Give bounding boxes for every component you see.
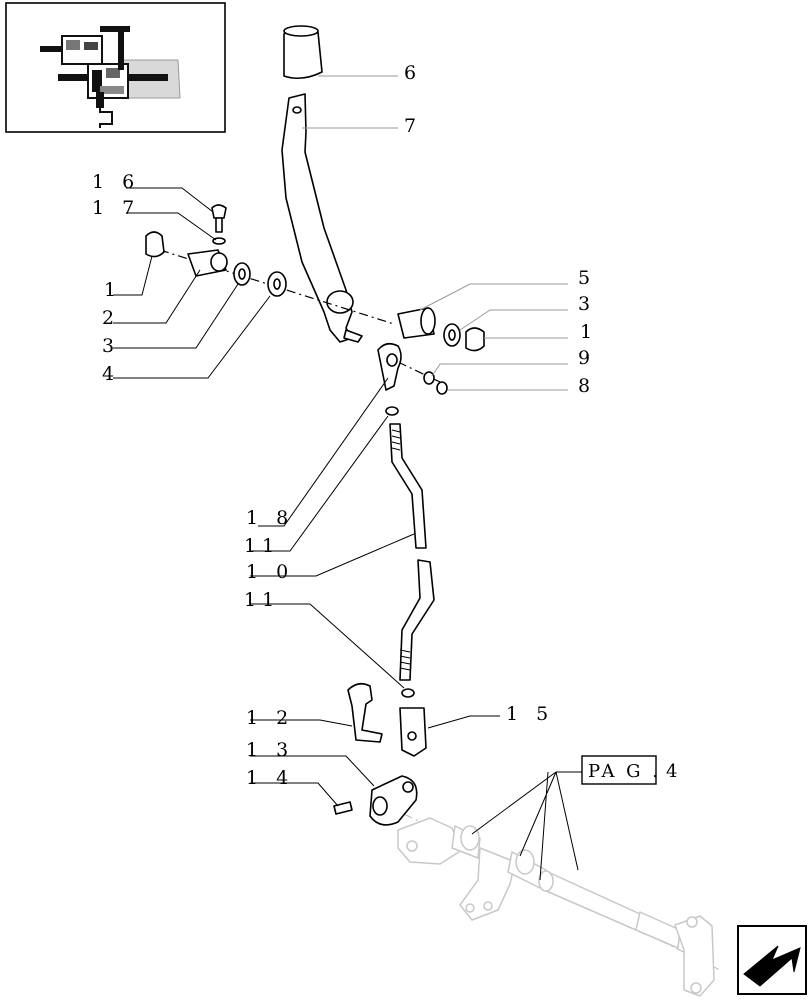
pin-part-14 xyxy=(333,801,353,815)
callout-16: 1 6 xyxy=(92,171,140,193)
callout-10: 1 0 xyxy=(246,561,294,583)
page-reference-label: PA G . xyxy=(588,761,661,782)
washer-part-3-left xyxy=(233,262,251,286)
callout-3-right: 3 xyxy=(578,293,596,315)
clip-part-1-left xyxy=(145,231,165,258)
callout-2: 2 xyxy=(102,307,120,329)
bushing-part-4 xyxy=(267,271,287,297)
page-reference[interactable]: PA G . 4 xyxy=(581,755,683,785)
washer-part-11-top xyxy=(385,406,399,416)
lever-arm-part-13 xyxy=(369,775,418,826)
callout-14: 1 4 xyxy=(246,767,294,789)
rod-part-10 xyxy=(385,406,435,698)
page-reference-number: 4 xyxy=(666,761,683,782)
locator-thumbnail xyxy=(5,2,226,133)
pivot-stack-right xyxy=(397,307,485,352)
callout-3-left: 3 xyxy=(102,335,120,357)
back-arrow-button[interactable] xyxy=(737,925,807,995)
callout-12: 1 2 xyxy=(246,707,294,729)
clevis-part-15 xyxy=(399,707,427,757)
arrow-down-left-icon xyxy=(743,945,801,987)
callout-9: 9 xyxy=(578,347,596,369)
washer-part-3-right xyxy=(443,323,461,347)
gear-lever-part-7 xyxy=(281,93,363,343)
clip-part-1-right xyxy=(465,327,485,352)
callout-18: 1 8 xyxy=(246,507,294,529)
washer-part-11-bottom xyxy=(401,688,415,698)
callout-13: 1 3 xyxy=(246,739,294,761)
thumbnail-assembly-graphic xyxy=(40,26,181,128)
ball-joint-part-18 xyxy=(377,342,441,391)
pivot-stack-left xyxy=(145,204,395,325)
callout-8: 8 xyxy=(578,375,596,397)
callout-15: 1 5 xyxy=(506,703,554,725)
callout-1-right: 1 xyxy=(580,321,598,343)
pivot-pin-part-2 xyxy=(187,249,228,277)
washer-part-9 xyxy=(423,371,435,385)
callout-11-lower: 11 xyxy=(244,589,280,611)
callout-6: 6 xyxy=(404,62,422,84)
callout-11-upper: 11 xyxy=(244,535,280,557)
lever-knob-part-6 xyxy=(283,25,323,80)
nut-part-8 xyxy=(436,381,448,395)
callout-17: 1 7 xyxy=(92,197,140,219)
callout-4: 4 xyxy=(102,363,120,385)
callout-5: 5 xyxy=(578,267,596,289)
callout-labels: 6 7 1 6 1 7 1 2 3 4 5 3 1 9 8 1 8 11 1 0… xyxy=(92,62,598,789)
callout-1-left: 1 xyxy=(104,279,122,301)
bushing-part-5 xyxy=(397,307,436,339)
callout-7: 7 xyxy=(404,115,422,137)
bracket-part-12 xyxy=(347,682,383,743)
callout-leaders xyxy=(113,75,582,881)
screw-part-16 xyxy=(211,204,227,233)
shaft-assembly-ghost xyxy=(397,813,721,997)
